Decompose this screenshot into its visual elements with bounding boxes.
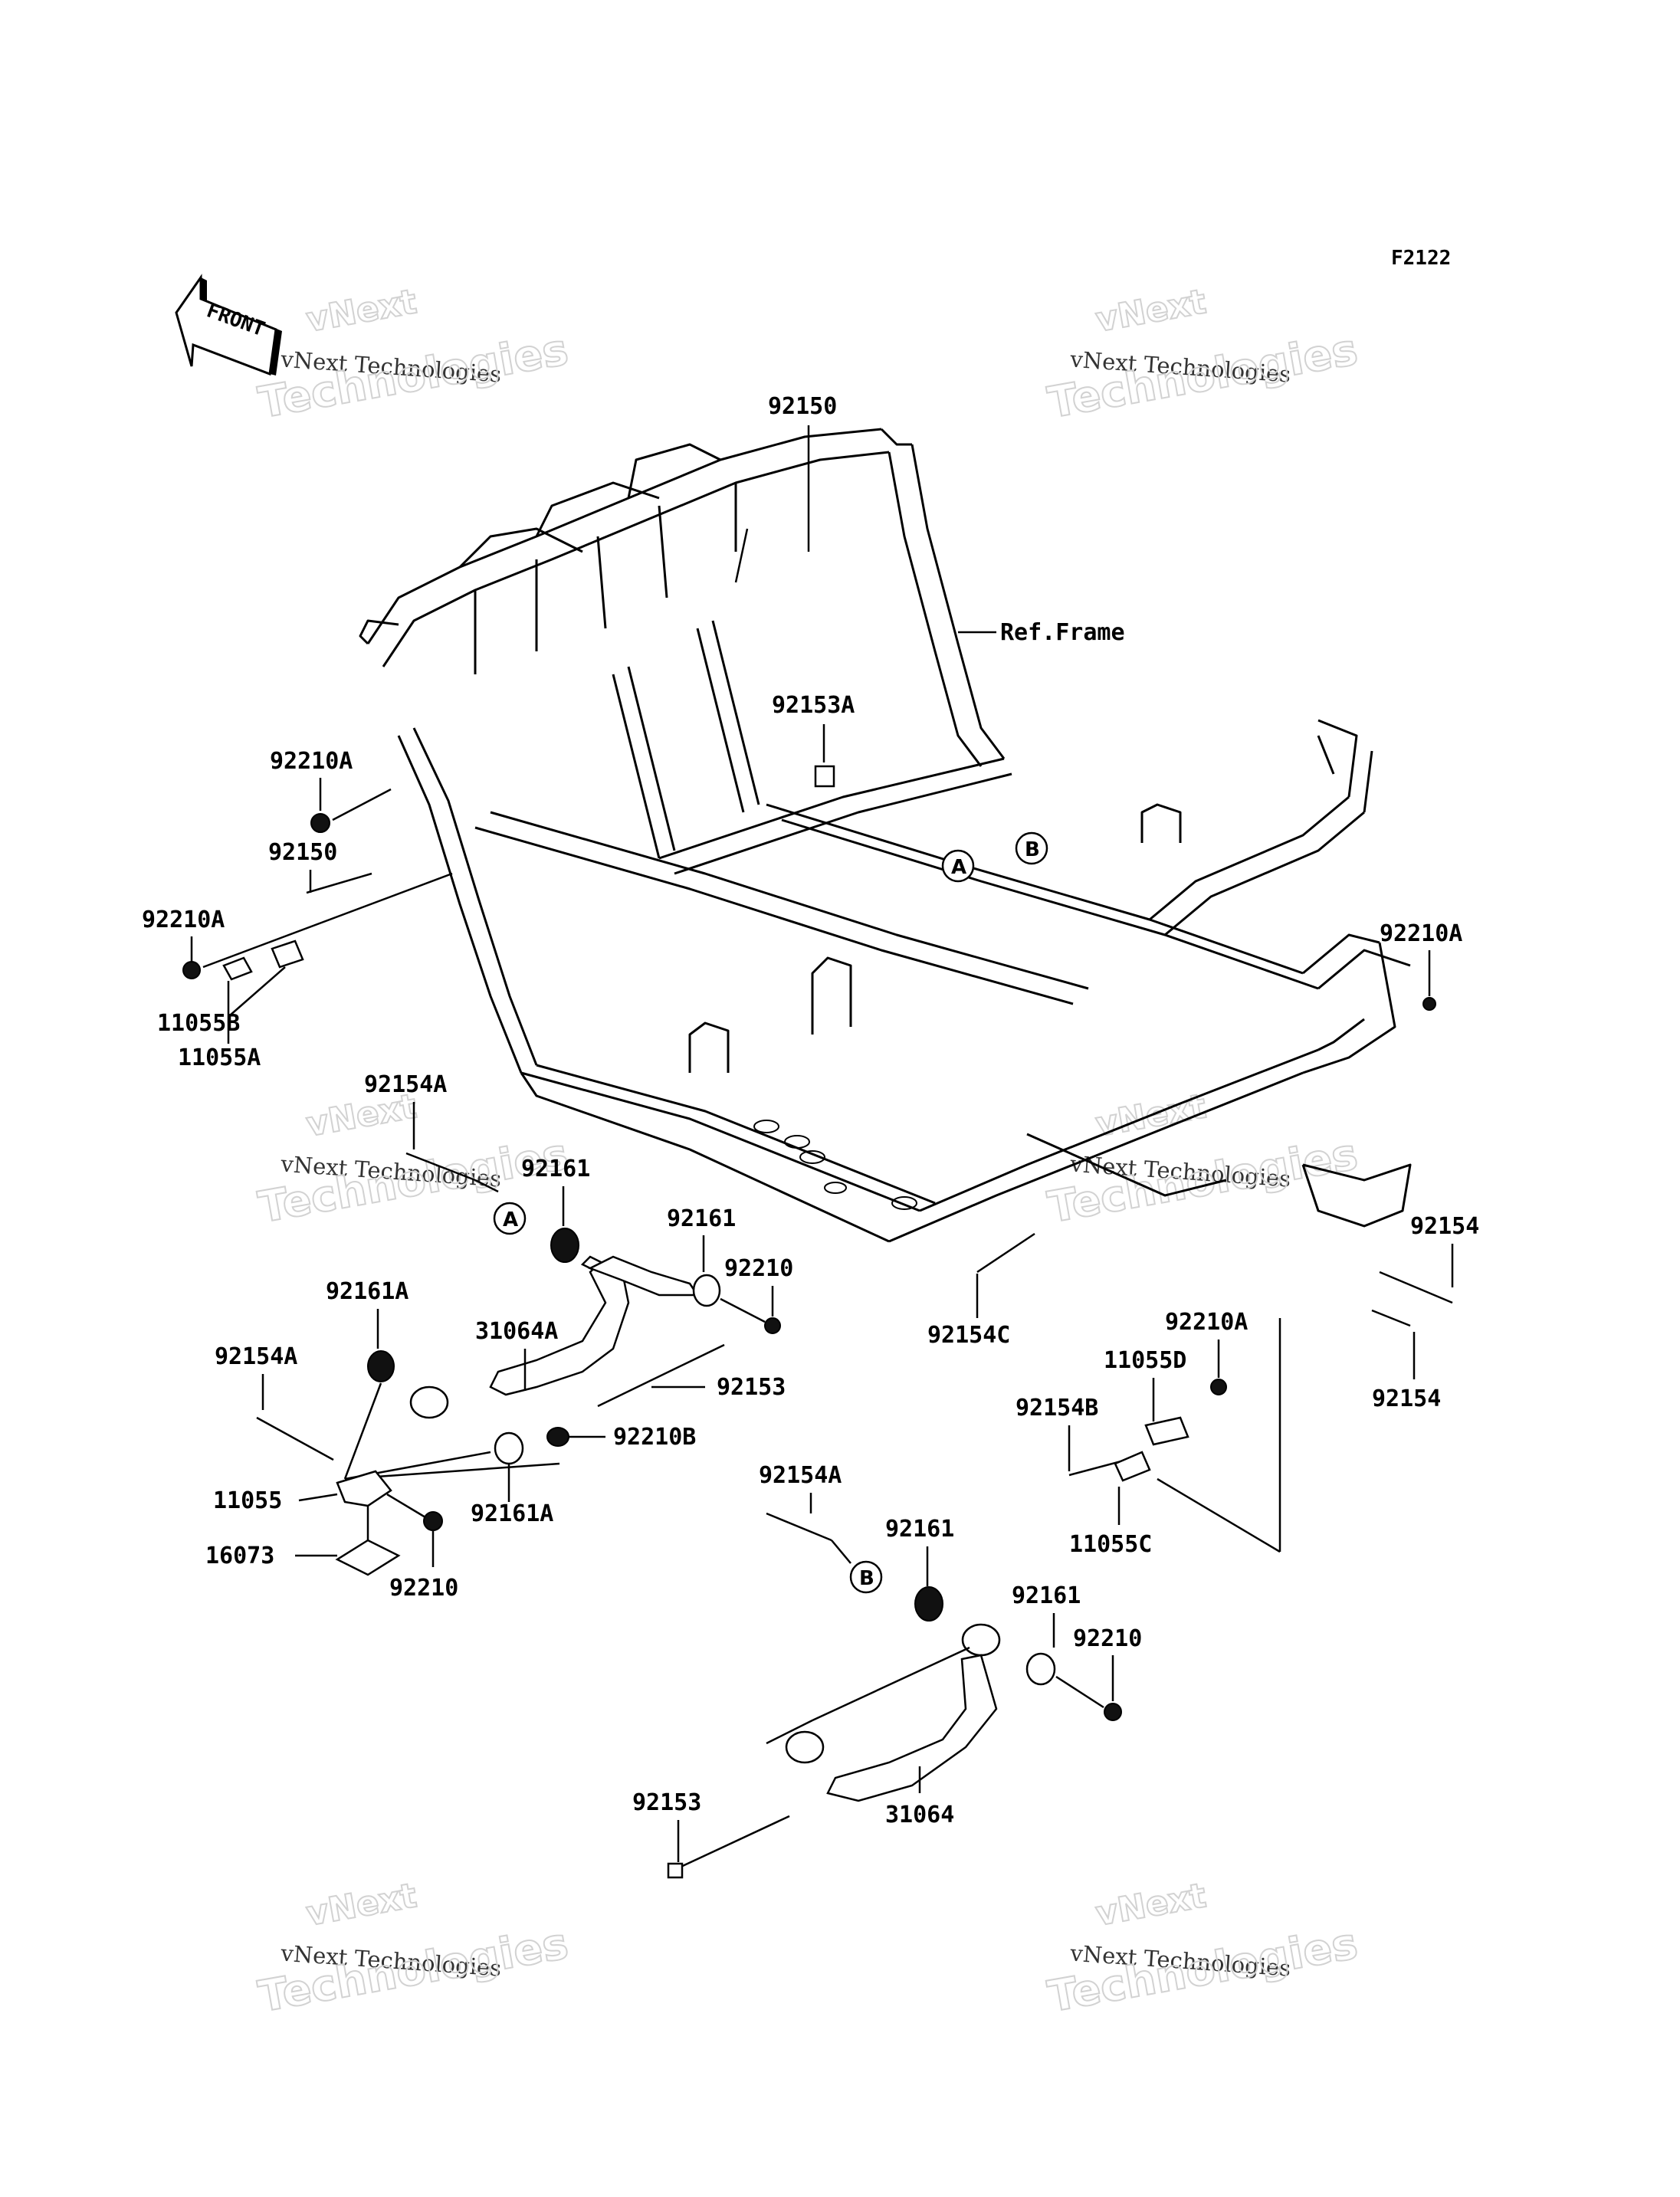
label-92150-top: 92150 [768,393,837,420]
front-arrow-icon: FRONT [175,274,282,376]
watermark: vNext vNext Technologies Technologies [1044,1086,1362,1234]
label-11055A: 11055A [178,1044,261,1071]
label-92154B: 92154B [1016,1395,1098,1421]
label-92153A: 92153A [772,692,855,719]
label-31064A: 31064A [475,1318,558,1345]
svg-text:A: A [951,856,966,879]
svg-text:B: B [1025,838,1040,861]
label-92210A-2: 92210A [142,907,225,933]
svg-text:vNext: vNext [304,1876,419,1933]
label-92210A-1: 92210A [270,748,353,775]
label-92210-1: 92210 [724,1255,793,1282]
figure-code: F2122 [1391,247,1451,270]
label-16073: 16073 [205,1543,274,1569]
label-92150-left: 92150 [268,839,337,866]
frame-drawing [359,428,1412,1243]
label-11055C: 11055C [1069,1531,1152,1558]
label-92210A-right: 92210A [1380,920,1462,947]
svg-text:vNext: vNext [304,282,419,339]
label-92210-2: 92210 [389,1575,458,1602]
watermark: vNext vNext Technologies Technologies [254,1875,573,2023]
callout-b: B [1015,831,1048,865]
svg-text:B: B [859,1567,874,1590]
label-92161-4: 92161 [1012,1582,1081,1609]
label-92210A-4: 92210A [1165,1309,1248,1336]
label-92154A-1: 92154A [364,1071,447,1098]
svg-text:Technologies: Technologies [255,325,572,428]
label-11055: 11055 [213,1487,282,1514]
label-11055D: 11055D [1104,1347,1186,1374]
svg-text:Technologies: Technologies [255,1919,572,2022]
label-92154-1: 92154 [1410,1213,1479,1240]
label-11055B: 11055B [157,1010,240,1037]
label-92161A-1: 92161A [326,1278,409,1305]
svg-text:vNext: vNext [1093,282,1209,339]
label-92161-3: 92161 [885,1516,954,1543]
svg-text:Technologies: Technologies [1045,1919,1361,2022]
ref-frame-label: Ref.Frame [1000,619,1125,646]
label-92153-1: 92153 [717,1374,786,1401]
callout-a: A [941,849,975,883]
label-31064: 31064 [885,1802,954,1828]
svg-text:Technologies: Technologies [1045,325,1361,428]
watermark: vNext vNext Technologies Technologies [254,281,573,429]
label-92154-2: 92154 [1372,1385,1441,1412]
svg-text:A: A [503,1208,518,1231]
callout-b-2: B [849,1560,883,1594]
watermark: vNext vNext Technologies Technologies [1044,281,1362,429]
callout-a-2: A [493,1202,527,1235]
label-92154A-3: 92154A [759,1462,842,1489]
label-92154A-2: 92154A [215,1343,297,1370]
label-92153-2: 92153 [632,1789,701,1816]
label-92154C: 92154C [927,1322,1010,1349]
svg-text:vNext: vNext [1093,1876,1209,1933]
label-92210-3: 92210 [1073,1625,1142,1652]
svg-text:Technologies: Technologies [1045,1130,1361,1233]
watermark: vNext vNext Technologies Technologies [1044,1875,1362,2023]
label-92161-2: 92161 [667,1205,736,1232]
label-92210B: 92210B [613,1424,696,1451]
label-92161A-2: 92161A [471,1500,553,1527]
label-92161-1: 92161 [521,1156,590,1182]
